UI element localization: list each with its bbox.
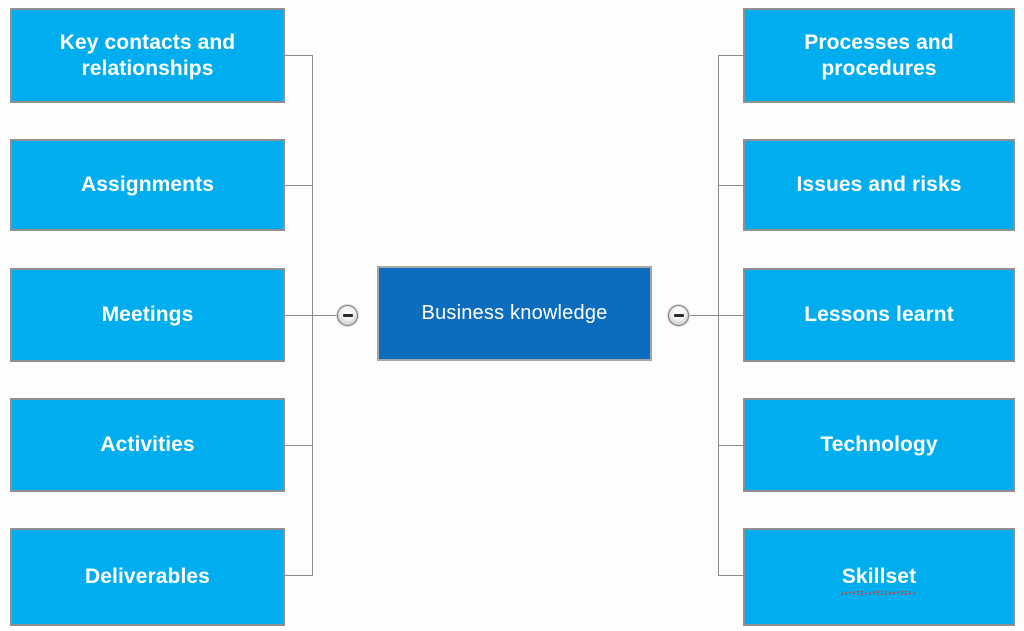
- left-node-3-label: Meetings: [101, 303, 194, 327]
- left-branch-line-5: [285, 575, 313, 576]
- left-node-2[interactable]: Assignments: [10, 139, 285, 231]
- left-root-line: [312, 315, 338, 316]
- left-node-1[interactable]: Key contacts and relationships: [10, 8, 285, 103]
- left-branch-line-3: [285, 315, 313, 316]
- left-node-5[interactable]: Deliverables: [10, 528, 285, 626]
- right-node-3[interactable]: Lessons learnt: [743, 268, 1015, 362]
- right-node-3-label: Lessons learnt: [804, 303, 954, 327]
- minus-glyph: [673, 314, 684, 317]
- right-root-line: [690, 315, 719, 316]
- right-node-5[interactable]: Skillset: [743, 528, 1015, 626]
- right-node-4-label: Technology: [820, 433, 938, 457]
- right-node-4[interactable]: Technology: [743, 398, 1015, 492]
- root-node-label: Business knowledge: [421, 302, 608, 324]
- left-branch-line-4: [285, 445, 313, 446]
- right-node-1[interactable]: Processes and procedures: [743, 8, 1015, 103]
- right-branch-line-3: [718, 315, 744, 316]
- left-node-5-label: Deliverables: [85, 565, 210, 589]
- left-node-3[interactable]: Meetings: [10, 268, 285, 362]
- minus-glyph: [342, 314, 353, 317]
- right-branch-line-5: [718, 575, 744, 576]
- right-node-2[interactable]: Issues and risks: [743, 139, 1015, 231]
- right-node-2-label: Issues and risks: [796, 173, 962, 197]
- right-node-5-label: Skillset: [841, 565, 917, 589]
- right-node-1-label: Processes and procedures: [804, 30, 954, 80]
- left-branch-line-1: [285, 55, 313, 56]
- right-branch-line-2: [718, 185, 744, 186]
- left-node-2-label: Assignments: [81, 173, 214, 197]
- right-branch-line-1: [718, 55, 744, 56]
- collapse-right-icon[interactable]: [668, 305, 689, 326]
- left-node-1-label: Key contacts and relationships: [59, 30, 236, 80]
- left-node-4[interactable]: Activities: [10, 398, 285, 492]
- root-node[interactable]: Business knowledge: [377, 266, 652, 361]
- collapse-left-icon[interactable]: [337, 305, 358, 326]
- right-branch-line-4: [718, 445, 744, 446]
- left-node-4-label: Activities: [100, 433, 195, 457]
- left-branch-line-2: [285, 185, 313, 186]
